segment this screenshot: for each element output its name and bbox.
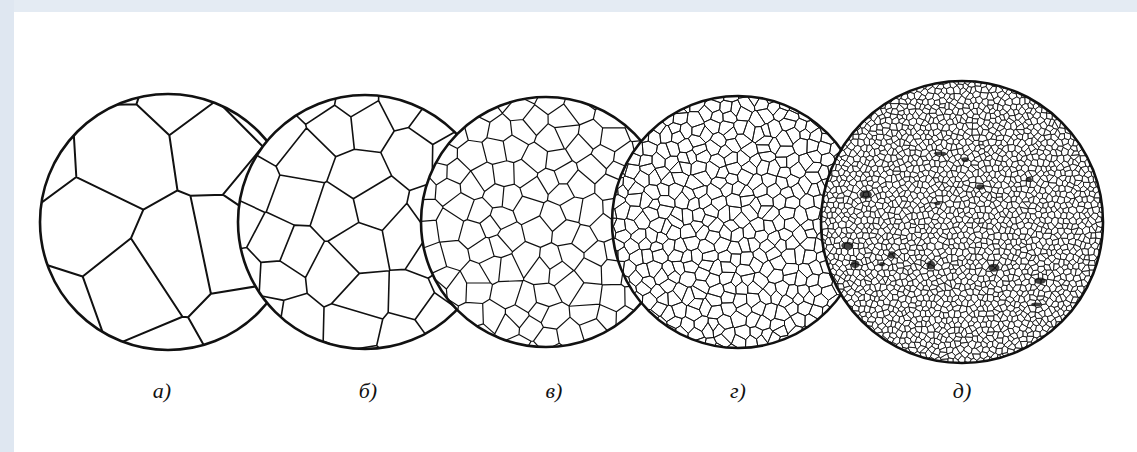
dark-speck (841, 242, 853, 250)
dark-speck (1026, 177, 1032, 181)
dark-speck (934, 202, 941, 206)
figure-letter: г) (730, 380, 746, 402)
dark-speck (934, 151, 947, 155)
grain-boundaries (815, 75, 1109, 369)
figure-letter: в) (546, 380, 563, 402)
left-band (0, 0, 14, 452)
figure-letter: б) (359, 380, 377, 402)
dark-speck (851, 260, 860, 268)
dark-speck (879, 262, 885, 266)
dark-speck (888, 251, 896, 258)
grain-circle (815, 75, 1109, 369)
top-band (0, 0, 1137, 12)
dark-speck (860, 190, 872, 199)
slide-ground (14, 12, 1137, 452)
grain-network (815, 75, 1109, 369)
figure-letter: д) (953, 380, 971, 402)
figure-letter: а) (153, 380, 171, 402)
dark-speck (1031, 303, 1041, 307)
circle-outline (821, 81, 1103, 363)
dark-speck (988, 264, 999, 272)
dark-speck (1034, 278, 1046, 284)
dark-speck (976, 184, 984, 190)
dark-speck (926, 261, 935, 270)
dark-speck (962, 157, 969, 162)
